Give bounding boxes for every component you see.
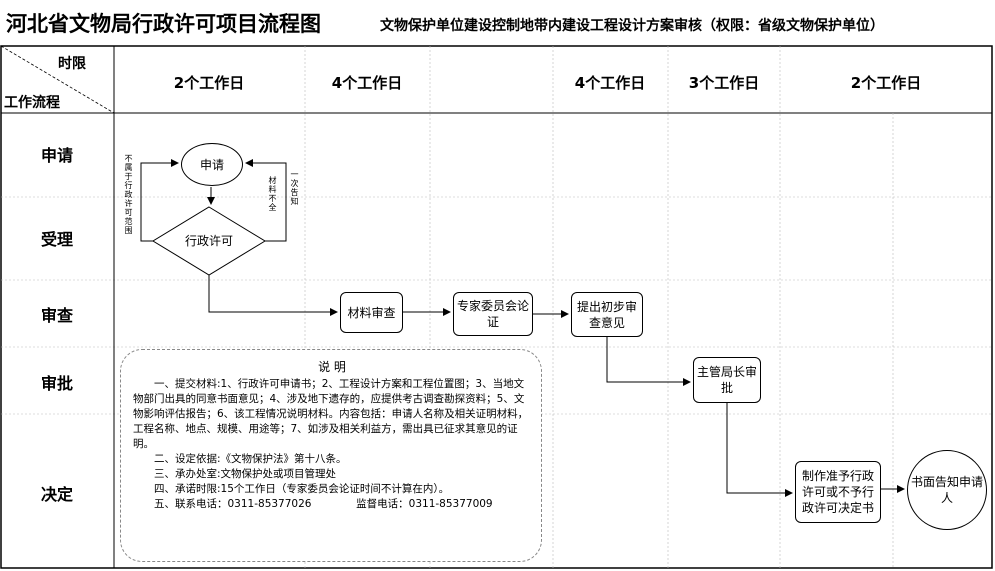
note-phone: 五、联系电话：0311-85377026 [154, 498, 312, 510]
corner-label-workflow: 工作流程 [4, 95, 60, 111]
explanation-note: 说 明 一、提交材料:1、行政许可申请书；2、工程设计方案和工程位置图；3、当地… [120, 349, 542, 562]
note-line-1: 一、提交材料:1、行政许可申请书；2、工程设计方案和工程位置图；3、当地文物部门… [133, 378, 529, 450]
note-line-4: 四、承诺时限:15个工作日（专家委员会论证时间不计算在内）。 [154, 483, 450, 495]
time-header-2: 4个工作日 [331, 74, 403, 92]
page-subtitle: 文物保护单位建设控制地带内建设工程设计方案审核（权限：省级文物保护单位） [380, 18, 884, 34]
loop-right [245, 159, 287, 242]
node-preliminary-opinion: 提出初步审查意见 [571, 292, 643, 337]
row-label-approve: 审批 [40, 374, 74, 393]
row-label-review: 审查 [40, 306, 74, 325]
time-header-1: 2个工作日 [173, 74, 245, 92]
node-decision-document: 制作准予行政许可或不予行政许可决定书 [795, 461, 881, 523]
loop-label-not-in-scope: 不属于行政许可范围 [124, 154, 133, 235]
note-line-2: 二、设定依据:《文物保护法》第十八条。 [154, 453, 347, 465]
page-title: 河北省文物局行政许可项目流程图 [6, 11, 321, 36]
time-header-3: 4个工作日 [574, 74, 646, 92]
time-header-5: 2个工作日 [850, 74, 922, 92]
row-label-decide: 决定 [40, 485, 74, 504]
row-label-accept: 受理 [40, 230, 74, 249]
note-title: 说 明 [318, 360, 346, 374]
node-admin-permit-label: 行政许可 [184, 234, 233, 248]
node-director-approval: 主管局长审批 [693, 357, 761, 403]
table-frame [0, 45, 993, 569]
node-expert-review: 专家委员会论证 [453, 292, 533, 336]
note-monitor-phone: 监督电话：0311-85377009 [356, 498, 493, 510]
arrow-permit-to-review [208, 275, 338, 316]
node-written-notice: 书面告知申请人 [907, 450, 987, 530]
arrow-director-to-decision [726, 403, 793, 497]
loop-label-incomplete: 材料不全 [268, 176, 277, 212]
node-apply: 申请 [181, 143, 243, 186]
corner-diagonal [0, 45, 115, 114]
corner-label-time: 时限 [58, 56, 86, 72]
time-header-4: 3个工作日 [688, 74, 760, 92]
node-material-review: 材料审查 [340, 292, 403, 333]
note-line-3: 三、承办处室:文物保护处或项目管理处 [154, 468, 337, 480]
arrow-preliminary-to-director [606, 337, 691, 386]
loop-left [140, 159, 179, 242]
row-label-apply: 申请 [40, 146, 74, 165]
loop-label-notify-once: 一次告知 [290, 170, 299, 206]
